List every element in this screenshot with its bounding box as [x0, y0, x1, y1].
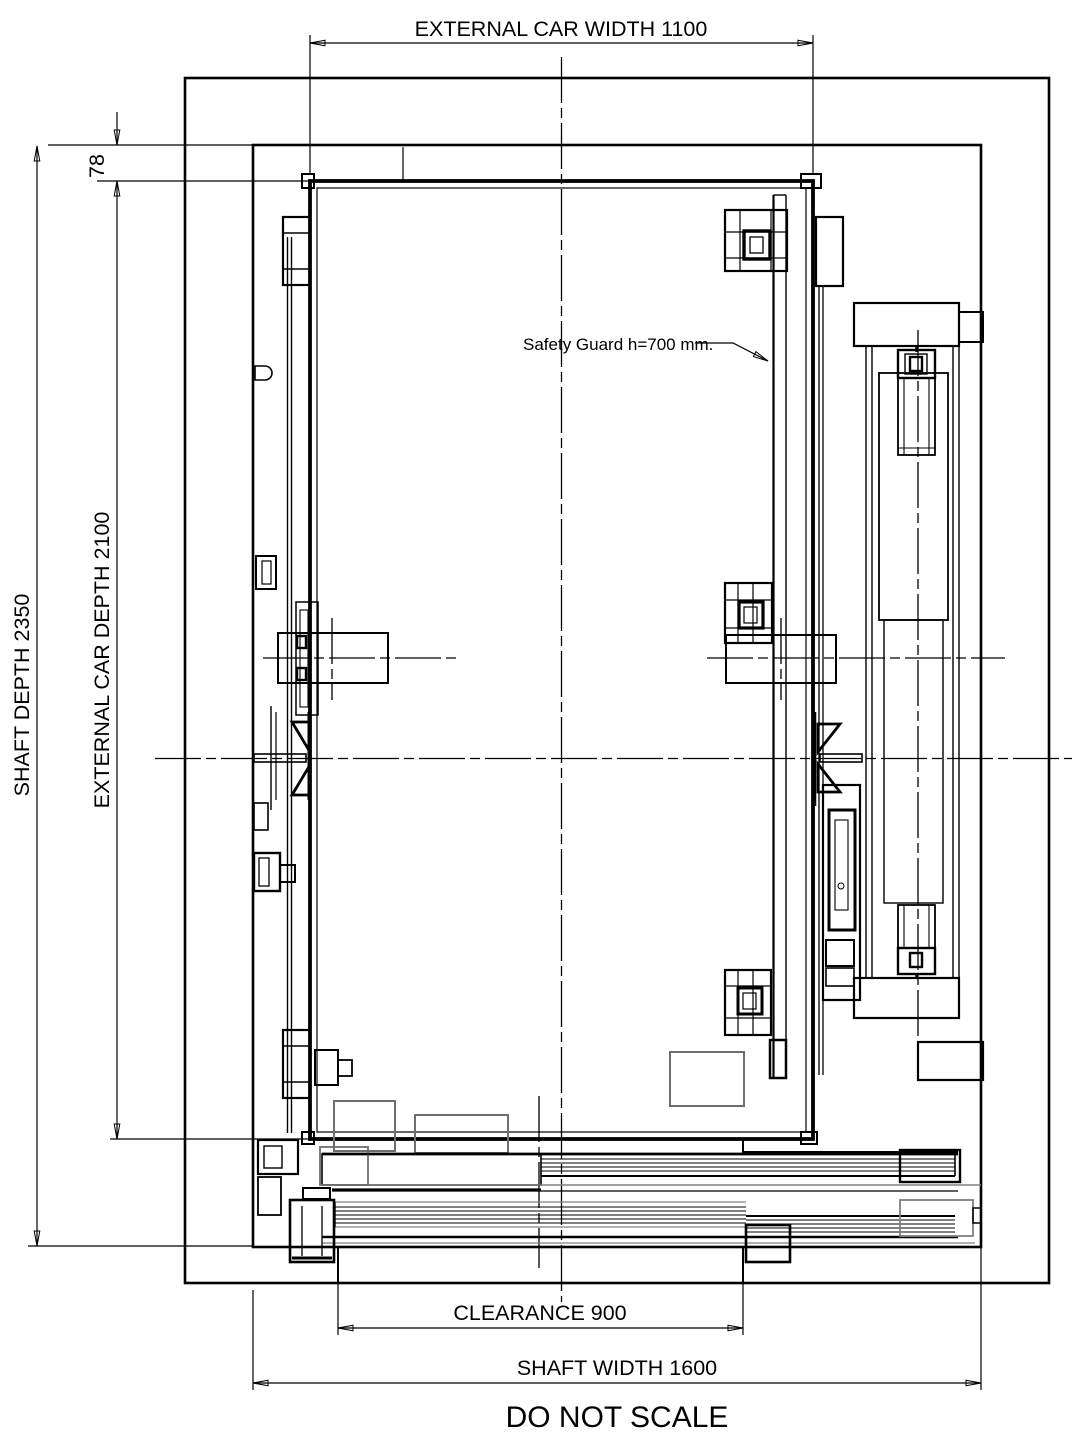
door-lock-keeper: [252, 851, 282, 893]
wall-tab: [958, 311, 984, 343]
car-corner-clip: [800, 1131, 818, 1145]
wall-peg: [254, 365, 273, 381]
annotation-label-safety-guard: Safety Guard h=700 mm.: [523, 335, 713, 354]
dim-label-external-car-depth: EXTERNAL CAR DEPTH 2100: [90, 512, 114, 809]
rail-clamp: [295, 601, 319, 716]
door-assembly: [256, 1051, 982, 1264]
right-guide-rail: [723, 208, 863, 1075]
dim-external-car-depth: EXTERNAL CAR DEPTH 2100: [90, 180, 310, 1140]
do-not-scale-note: DO NOT SCALE: [506, 1401, 729, 1434]
wall-fixture: [253, 802, 269, 831]
counterweight-frame: [878, 372, 949, 621]
dimensions: EXTERNAL CAR WIDTH 1100 78 SHAFT DEPTH 2…: [10, 17, 982, 1390]
counterweight: [852, 301, 985, 1082]
rail-clip: [289, 759, 312, 797]
door-operator-box: [414, 1114, 509, 1154]
door-operator-box: [333, 1100, 396, 1152]
rail-clip: [816, 722, 843, 757]
rail-fixing-bracket: [725, 634, 837, 684]
dim-label-shaft-depth: SHAFT DEPTH 2350: [10, 594, 34, 797]
counterweight-frame: [883, 619, 944, 904]
roller-guide-bottom: [723, 968, 773, 1037]
roller-guide-top: [723, 208, 789, 273]
dim-label-rail-offset: 78: [85, 154, 109, 178]
car-corner-clip: [800, 173, 822, 189]
dim-shaft-width: SHAFT WIDTH 1600: [252, 1190, 982, 1390]
car-corner-clip: [301, 1131, 315, 1145]
rail-blade: [819, 753, 863, 763]
safety-gear-block: [821, 783, 862, 1002]
rail-fixing-bracket: [277, 632, 389, 684]
annotation-safety-guard: Safety Guard h=700 mm.: [523, 335, 769, 362]
dim-rail-offset: 78: [48, 112, 310, 182]
counterweight-top-bracket: [852, 301, 961, 348]
safety-guard: [768, 194, 788, 1080]
counterweight-bottom-bracket: [852, 976, 961, 1020]
dim-label-clearance: CLEARANCE 900: [453, 1301, 626, 1325]
rail-bracket-bottom: [281, 1028, 312, 1100]
dim-label-shaft-width: SHAFT WIDTH 1600: [517, 1356, 717, 1380]
door-pocket-left: [288, 1198, 336, 1264]
door-pocket-right: [744, 1223, 792, 1264]
rail-clip: [816, 759, 843, 794]
buffer-block: [916, 1040, 985, 1082]
elevator-car: [301, 173, 958, 1153]
rail-bracket-top: [281, 215, 312, 287]
dim-label-external-car-width: EXTERNAL CAR WIDTH 1100: [415, 17, 708, 41]
shaft-wall-hatching: [184, 77, 1050, 1284]
left-guide-rail: [252, 215, 389, 1133]
rail-clip: [289, 720, 312, 758]
centerlines: [155, 57, 1072, 1302]
shaft-wall-outline: [183, 76, 1051, 1285]
roller-guide-mid: [723, 581, 774, 645]
door-panel-rear: [321, 1153, 542, 1186]
wall-bracket: [255, 555, 277, 590]
dim-shaft-depth: SHAFT DEPTH 2350: [10, 145, 253, 1247]
door-operator-box: [669, 1051, 745, 1107]
door-return-right: [898, 1148, 962, 1184]
car-floor-step: [742, 1139, 958, 1153]
rail-blade: [253, 753, 307, 763]
dim-external-car-width: EXTERNAL CAR WIDTH 1100: [309, 17, 814, 174]
dim-clearance: CLEARANCE 900: [337, 1252, 744, 1335]
